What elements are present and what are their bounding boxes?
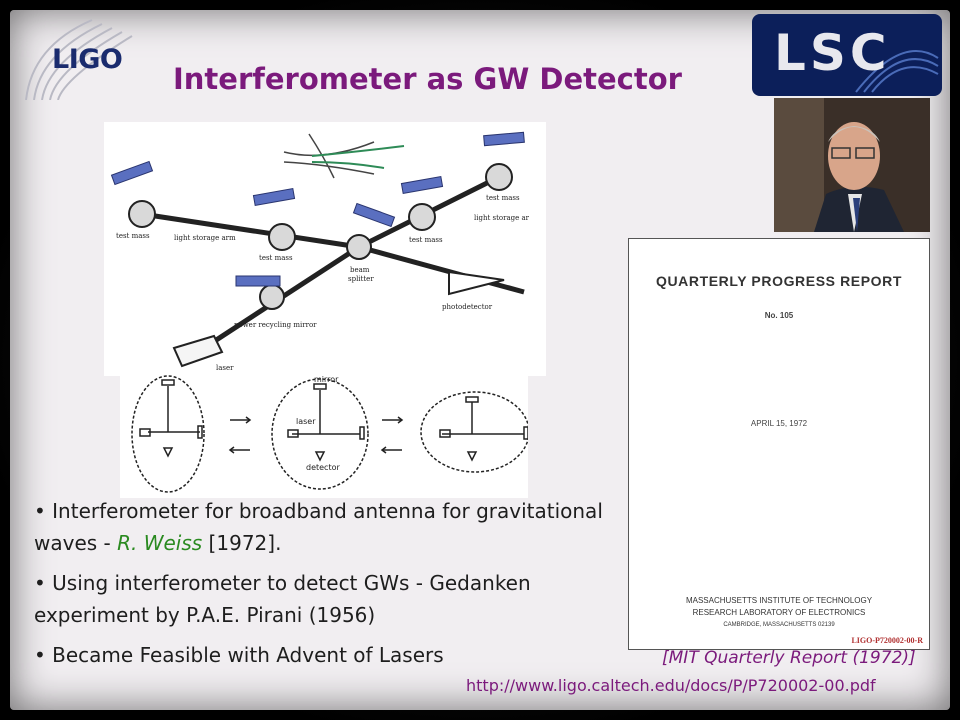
label-test-mass-right: test mass: [409, 236, 443, 244]
report-url-link[interactable]: http://www.ligo.caltech.edu/docs/P/P7200…: [466, 676, 876, 695]
report-date: APRIL 15, 1972: [750, 419, 808, 428]
label-mirror: mirror: [314, 375, 339, 384]
report-number: No. 105: [764, 311, 794, 320]
bullet-item: • Became Feasible with Advent of Lasers: [34, 643, 444, 667]
slide: LIGO Interferometer as GW Detector LSC: [10, 10, 950, 710]
report-title: QUARTERLY PROGRESS REPORT: [655, 273, 903, 289]
gedanken-diagram: mirror laser detector: [120, 372, 528, 498]
label-test-mass-left: test mass: [116, 232, 150, 240]
label-photodetector: photodetector: [442, 303, 493, 311]
report-code: LIGO-P720002-00-R: [851, 636, 923, 645]
bullet-item: • Interferometer for broadband antenna f…: [34, 499, 603, 555]
label-light-storage-arm-left: light storage arm: [174, 234, 236, 242]
label-test-mass-mid: test mass: [259, 254, 293, 262]
portrait-photo: [774, 98, 930, 232]
label-laser: laser: [216, 364, 234, 372]
interferometer-diagram: test mass light storage arm test mass be…: [104, 122, 546, 376]
label-power-recycling-mirror: power recycling mirror: [234, 321, 317, 329]
label-laser-small: laser: [296, 417, 316, 426]
label-light-storage-arm-right: light storage ar: [474, 214, 530, 222]
slide-title: Interferometer as GW Detector: [173, 62, 682, 96]
weiss-highlight: R. Weiss: [117, 531, 203, 555]
ligo-logo: [25, 19, 133, 100]
quarterly-report-scan: QUARTERLY PROGRESS REPORT No. 105 APRIL …: [628, 238, 930, 650]
label-detector: detector: [306, 463, 340, 472]
label-test-mass-far: test mass: [486, 194, 520, 202]
lsc-logo-text: LSC: [774, 24, 891, 82]
bullet-item: • Using interferometer to detect GWs - G…: [34, 571, 531, 627]
label-beam-splitter-1: beam: [350, 266, 370, 274]
label-beam-splitter-2: splitter: [348, 275, 374, 283]
ligo-logo-text: LIGO: [52, 44, 123, 75]
report-institution: MASSACHUSETTS INSTITUTE OF TECHNOLOGY RE…: [685, 596, 873, 628]
bullet-list: • Interferometer for broadband antenna f…: [34, 495, 624, 679]
lsc-logo: LSC: [752, 14, 942, 96]
report-caption: [MIT Quarterly Report (1972)]: [662, 648, 916, 668]
